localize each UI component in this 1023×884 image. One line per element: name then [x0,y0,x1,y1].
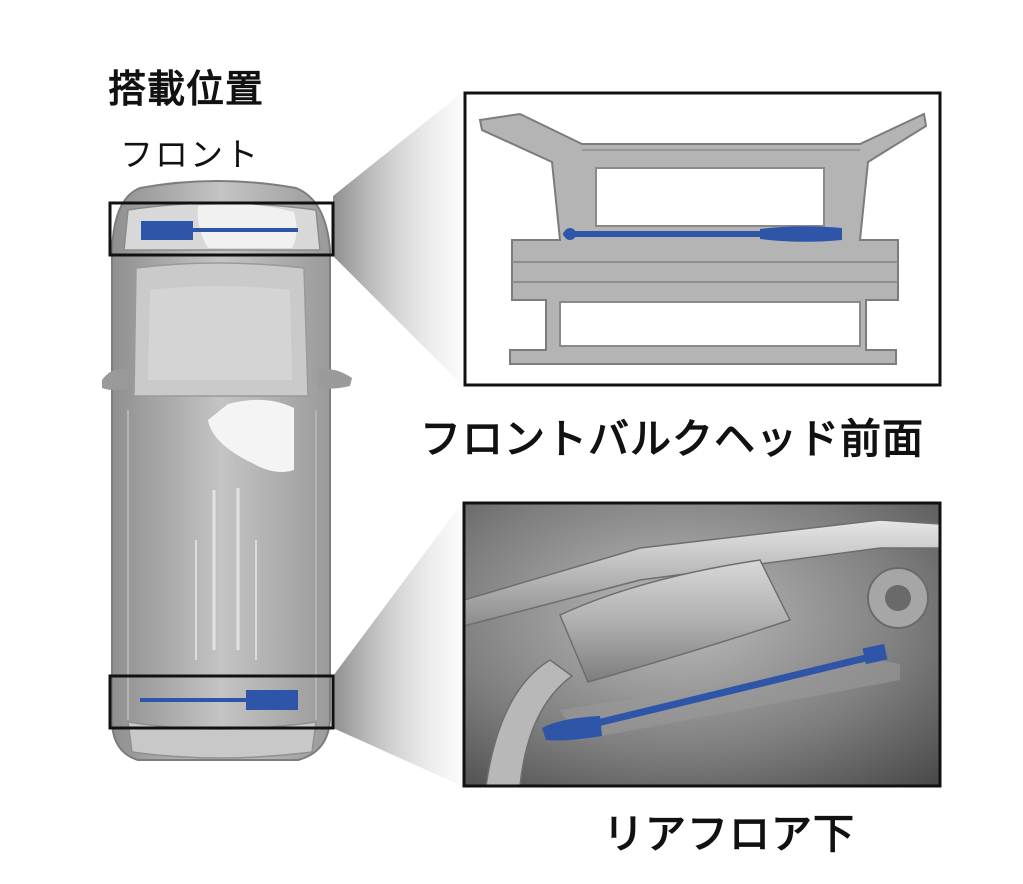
front-brace-mount-icon [141,221,193,240]
front-bulkhead-caption: フロントバルクヘッド前面 [420,415,924,463]
rear-floor-view [463,503,941,787]
rear-brace-mount-icon [246,690,298,710]
rear-callout-projection [333,503,462,786]
rear-floor-frame [462,501,942,788]
car-top-view [102,180,352,761]
front-direction-label: フロント [120,135,260,174]
rear-floor-caption: リアフロア下 [603,810,855,858]
front-location-frame [108,201,335,257]
rear-location-frame [108,674,335,730]
front-callout-projection [333,92,463,386]
page-title: 搭載位置 [108,67,265,111]
front-bulkhead-frame [463,91,942,387]
front-bulkhead-view [465,93,940,385]
